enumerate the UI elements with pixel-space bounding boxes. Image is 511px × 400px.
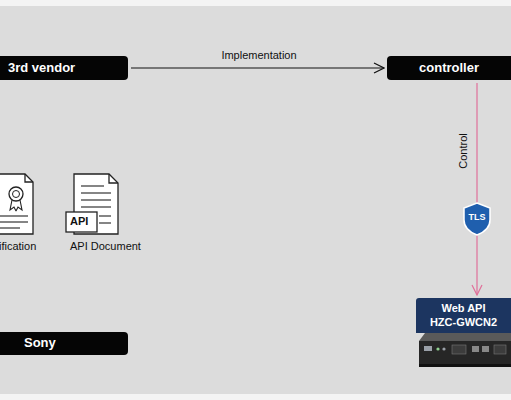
connector-arrow	[476, 83, 477, 295]
actor-box: 3rd vendor	[0, 56, 128, 80]
document-caption: API Document	[70, 240, 141, 252]
company-box: Sony	[0, 332, 128, 355]
connector-arrow	[131, 67, 384, 68]
actor-box: controller	[387, 56, 511, 80]
security-shield: TLS	[463, 202, 491, 236]
node-text: 3rd vendor	[8, 60, 75, 76]
api-tag: API	[70, 215, 88, 227]
certificate-icon	[0, 174, 33, 234]
gateway-device	[419, 333, 511, 367]
node-text: Web API	[441, 302, 485, 316]
edge-label: Control	[457, 121, 469, 181]
top-strip	[0, 0, 511, 6]
edge-label: Implementation	[159, 49, 359, 61]
document-caption: ification	[0, 240, 36, 252]
node-text: controller	[419, 60, 479, 76]
node-text: TLS	[469, 212, 486, 223]
node-text: HZC-GWCN2	[430, 316, 497, 330]
api-box: Web APIHZC-GWCN2	[416, 298, 511, 333]
document-icon	[66, 174, 118, 234]
bottom-strip	[0, 394, 511, 400]
node-text: Sony	[24, 335, 56, 351]
